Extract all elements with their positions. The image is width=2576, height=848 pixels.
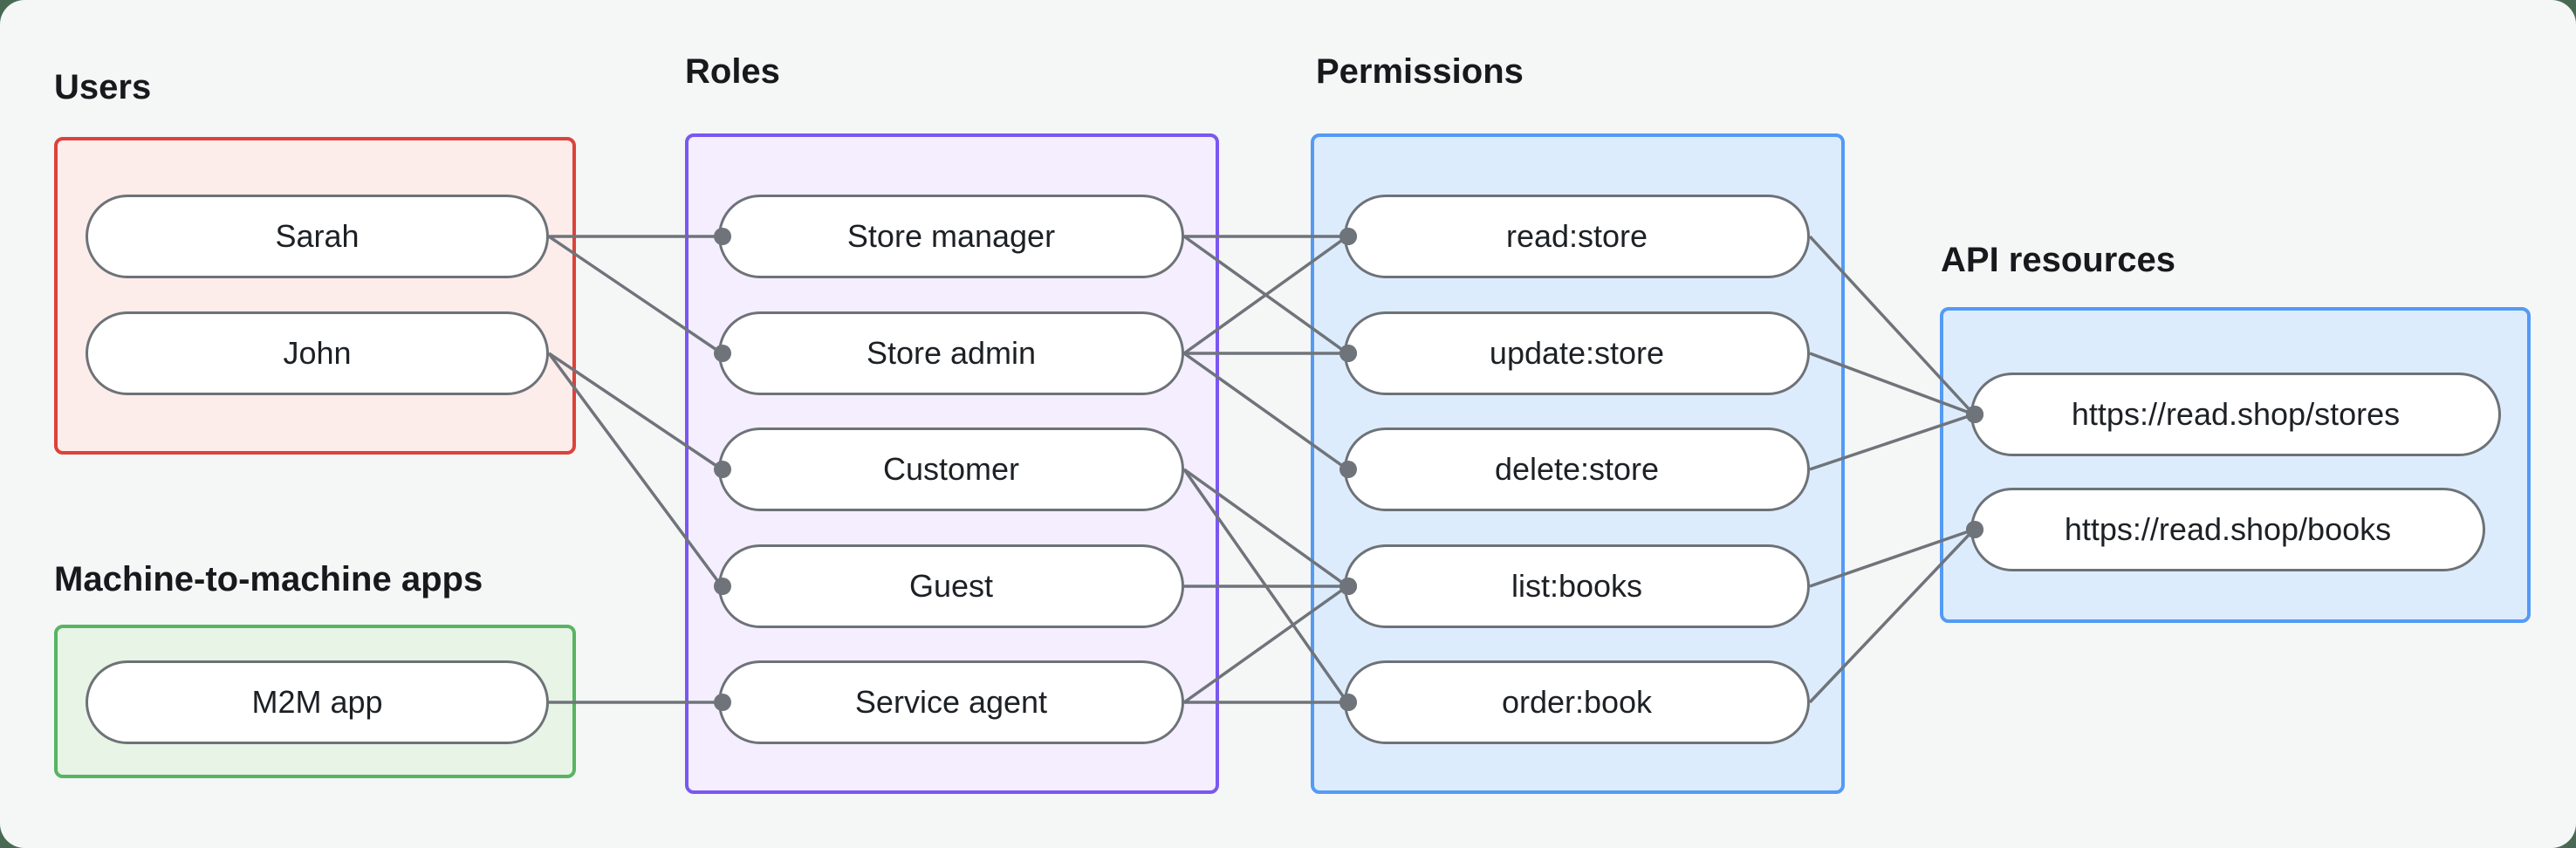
- node-service-agent: Service agent: [718, 660, 1184, 744]
- node-stores-api: https://read.shop/stores: [1970, 373, 2501, 456]
- node-order-book: order:book: [1344, 660, 1810, 744]
- node-store-admin: Store admin: [718, 311, 1184, 395]
- group-label-permissions: Permissions: [1316, 52, 1524, 91]
- group-label-m2m: Machine-to-machine apps: [54, 560, 483, 598]
- group-label-roles: Roles: [685, 52, 780, 91]
- group-label-api: API resources: [1941, 241, 2176, 279]
- node-john: John: [86, 311, 549, 395]
- node-sarah: Sarah: [86, 195, 549, 278]
- node-guest: Guest: [718, 544, 1184, 628]
- node-read-store: read:store: [1344, 195, 1810, 278]
- node-customer: Customer: [718, 427, 1184, 511]
- node-update-store: update:store: [1344, 311, 1810, 395]
- node-m2m-app: M2M app: [86, 660, 549, 744]
- node-list-books: list:books: [1344, 544, 1810, 628]
- group-label-users: Users: [54, 68, 152, 106]
- group-box-users: [54, 137, 576, 455]
- node-store-manager: Store manager: [718, 195, 1184, 278]
